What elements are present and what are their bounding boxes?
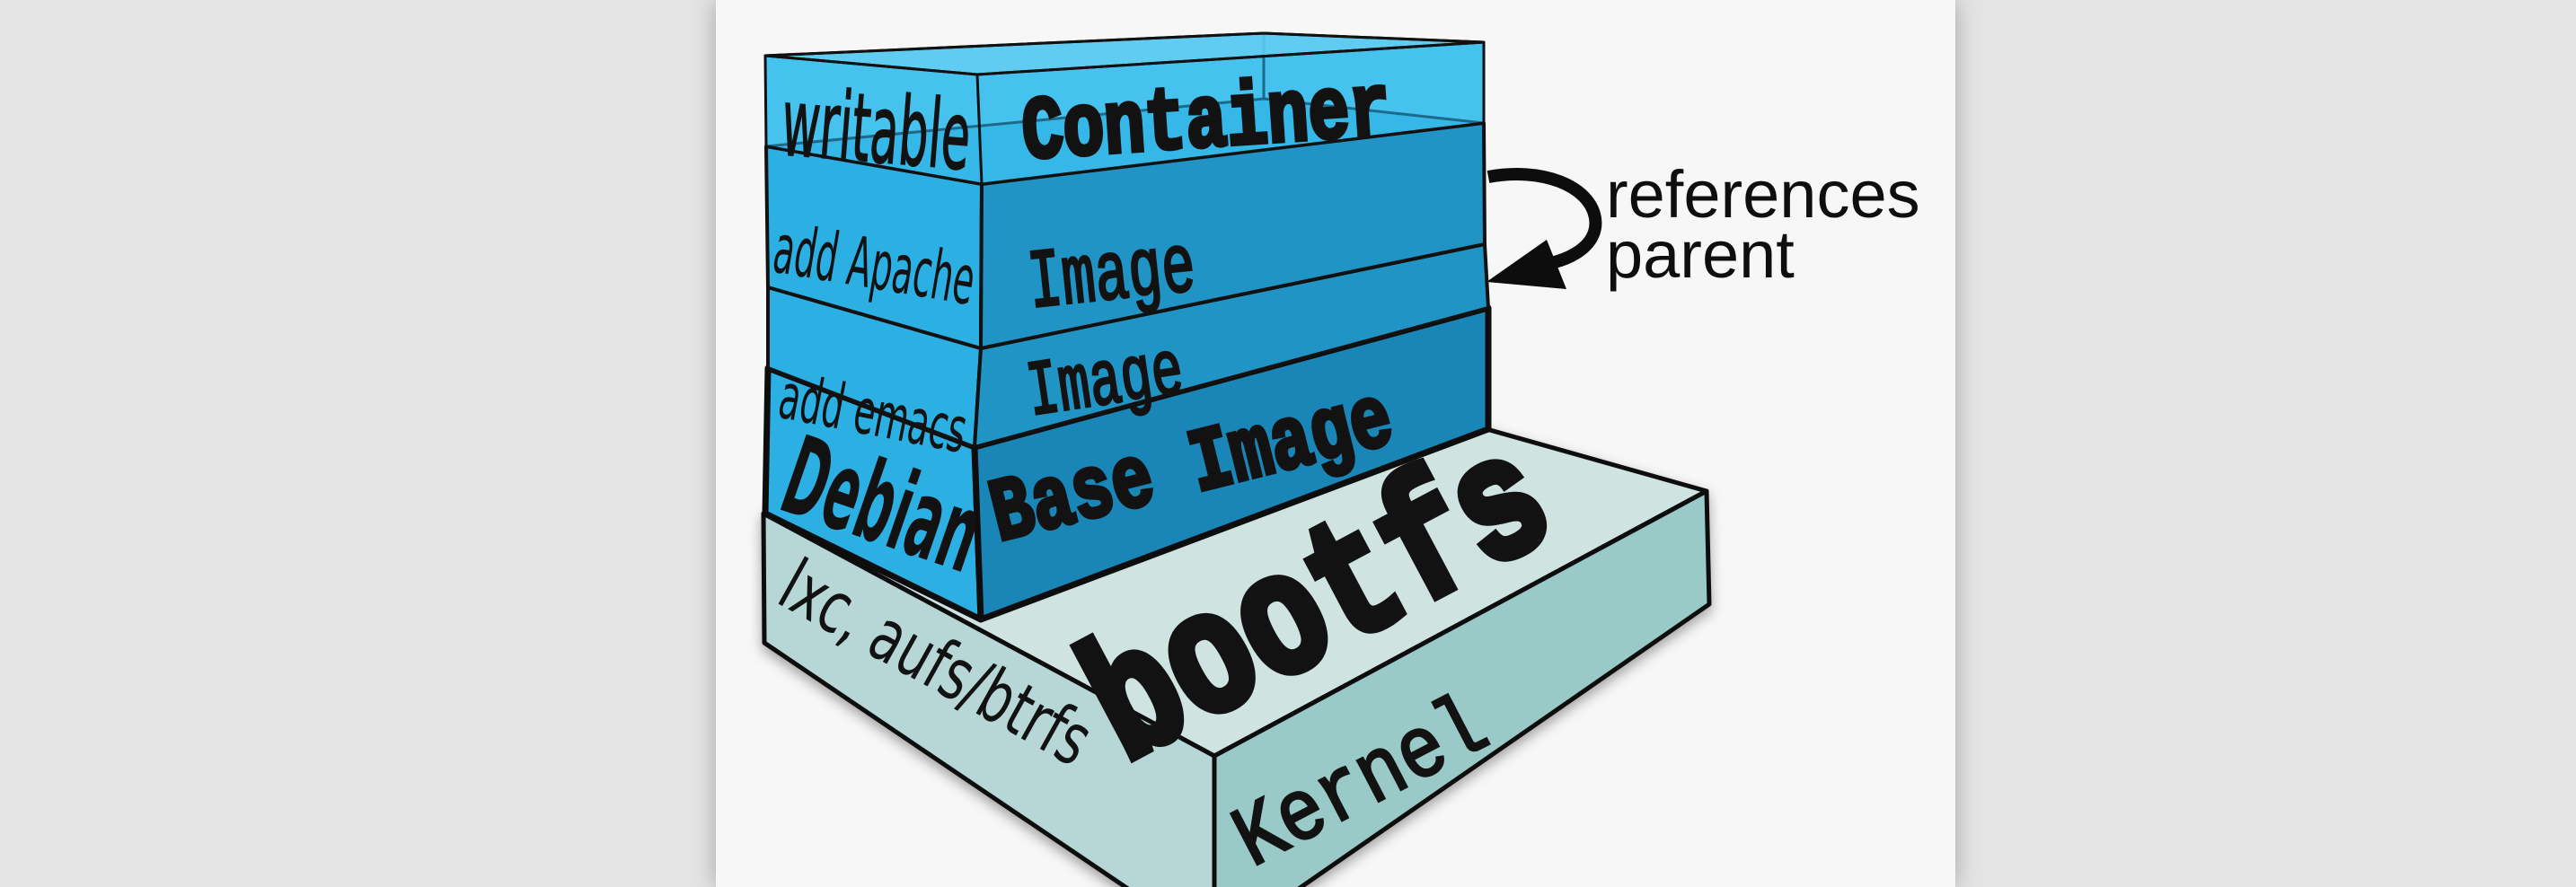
label-writable: writable (778, 67, 975, 192)
container-front-right-edge (976, 40, 1485, 76)
container-front-top-edge (764, 54, 978, 76)
image1-box (764, 121, 1486, 350)
container-upper-region (765, 42, 1484, 146)
label-image1: Image (1024, 220, 1200, 332)
container-corner-edge (975, 74, 984, 185)
references-parent-arrow (1486, 168, 1602, 289)
container-outline (763, 31, 1486, 186)
bootfs-front-face (1212, 488, 1712, 887)
container-lower-region (766, 99, 1484, 184)
arrow-curve (1486, 168, 1602, 272)
annotation-references: references (1606, 157, 1920, 232)
annotation-parent: parent (1606, 217, 1795, 292)
container-box (763, 31, 1486, 186)
arrow-head (1486, 240, 1566, 289)
bootfs-side-face (761, 511, 1217, 887)
